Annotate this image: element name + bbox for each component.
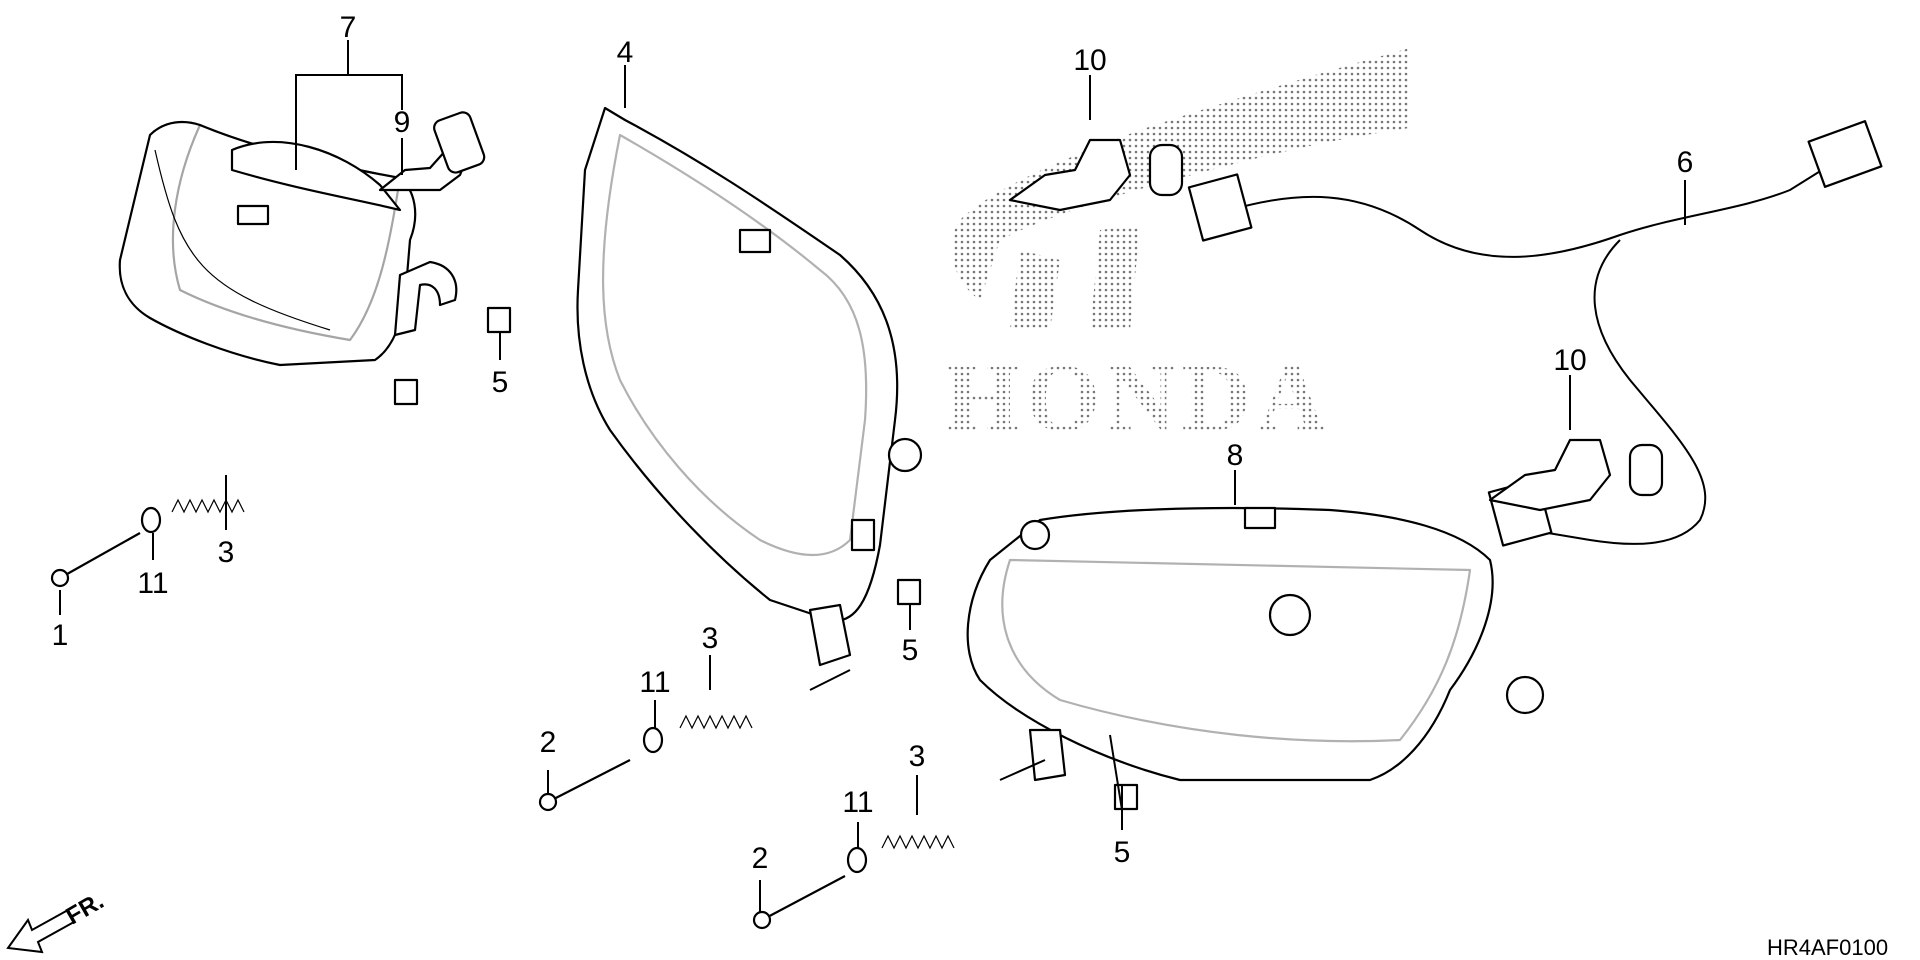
honda-watermark: HONDA xyxy=(945,48,1410,451)
bulb-left xyxy=(378,111,486,192)
callout-3-center: 3 xyxy=(702,622,719,655)
callouts: 7 9 4 10 6 10 5 8 5 3 11 1 3 11 2 3 11 2… xyxy=(52,11,1694,875)
callout-5-right: 5 xyxy=(1114,836,1131,869)
callout-10-upper: 10 xyxy=(1073,44,1106,77)
callout-11-center: 11 xyxy=(639,666,670,699)
front-direction-indicator: FR. xyxy=(6,887,108,954)
callout-10-lower: 10 xyxy=(1553,344,1586,377)
callout-5-center: 5 xyxy=(902,634,919,667)
front-arrow-icon xyxy=(6,908,76,954)
bulb-lower xyxy=(1488,438,1664,512)
callout-2-center: 2 xyxy=(540,726,557,759)
callout-11-right: 11 xyxy=(842,786,873,819)
callout-2-right: 2 xyxy=(752,842,769,875)
callout-1: 1 xyxy=(52,619,69,652)
honda-wing-logo xyxy=(951,48,1410,330)
callout-5-left: 5 xyxy=(492,366,509,399)
callout-4: 4 xyxy=(617,36,634,69)
headlight-center xyxy=(576,106,923,667)
fasteners xyxy=(50,306,955,930)
headlight-left xyxy=(118,120,458,406)
callout-9: 9 xyxy=(394,106,411,139)
clip-nut-center xyxy=(896,578,922,606)
clip-nut-left xyxy=(486,306,512,334)
callout-8: 8 xyxy=(1227,439,1244,472)
bulb-upper xyxy=(1008,138,1184,212)
honda-watermark-text: HONDA xyxy=(945,344,1332,451)
callout-6: 6 xyxy=(1677,146,1694,179)
callout-7: 7 xyxy=(340,11,357,44)
leader-lines xyxy=(59,40,1686,912)
wire-harness xyxy=(1187,120,1883,547)
headlight-right xyxy=(966,506,1545,811)
callout-3-right: 3 xyxy=(909,740,926,773)
callout-11-left: 11 xyxy=(137,567,168,600)
diagram-code: HR4AF0100 xyxy=(1767,935,1888,960)
callout-3-left: 3 xyxy=(218,536,235,569)
